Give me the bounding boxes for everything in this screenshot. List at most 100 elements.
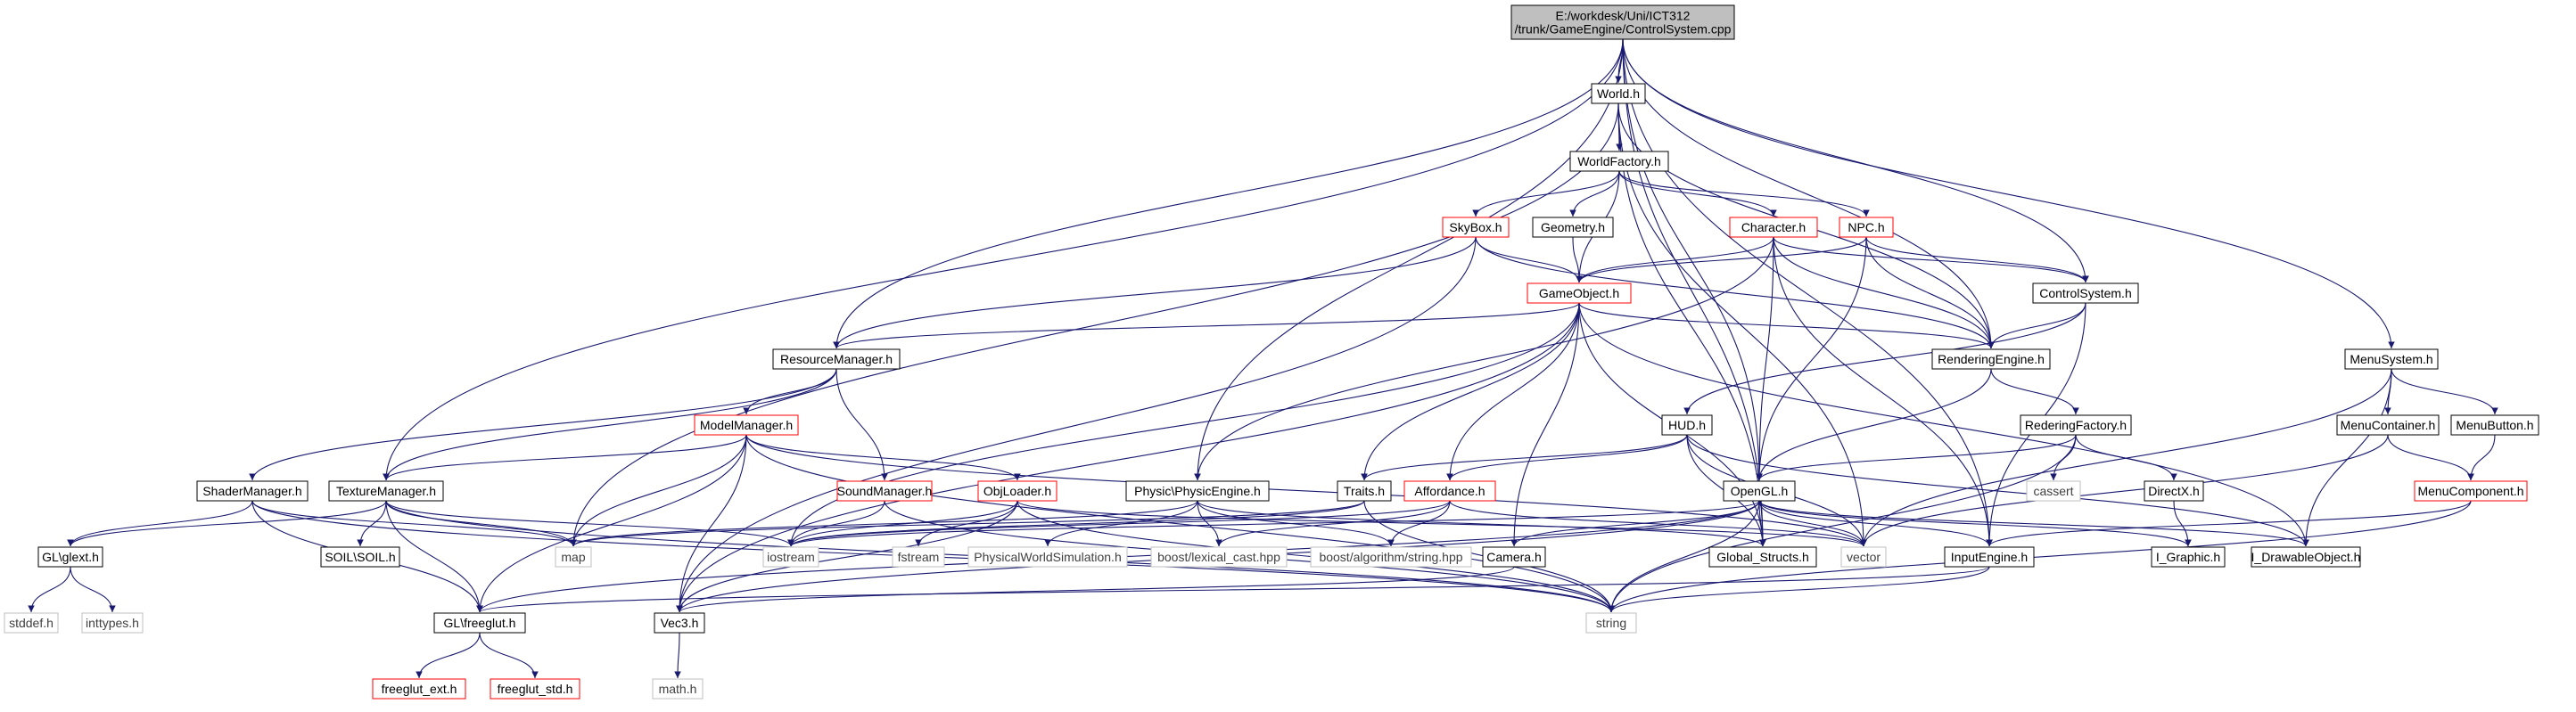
edge-physicengine-to-lexicalcast xyxy=(1197,500,1222,547)
edge-gameobject-to-renderingengine xyxy=(1578,302,1995,349)
edge-glfreeglut-to-freeglutstd xyxy=(479,632,539,679)
node-renderingengine[interactable]: RenderingEngine.h xyxy=(1931,348,2051,370)
node-idrawable[interactable]: I_DrawableObject.h xyxy=(2251,546,2361,568)
node-glglext[interactable]: GL\glext.h xyxy=(37,546,103,568)
node-menucomponent[interactable]: MenuComponent.h xyxy=(2414,480,2528,502)
edge-texturemanager-to-soil xyxy=(357,500,387,547)
edge-root-to-opengl xyxy=(1622,38,1763,481)
node-inputengine[interactable]: InputEngine.h xyxy=(1944,546,2035,568)
node-box xyxy=(372,678,466,700)
edge-modelmanager-to-objloader xyxy=(745,434,1021,481)
node-traits[interactable]: Traits.h xyxy=(1337,480,1392,502)
edge-gameobject-to-traits xyxy=(1361,302,1580,481)
node-box xyxy=(1708,546,1817,568)
node-box xyxy=(555,546,592,568)
node-objloader[interactable]: ObjLoader.h xyxy=(977,480,1058,502)
node-label: Vec3.h xyxy=(661,616,699,630)
edge-objloader-to-iostream xyxy=(787,500,1018,547)
node-label: RenderingEngine.h xyxy=(1938,352,2045,366)
node-string[interactable]: string xyxy=(1585,612,1637,634)
edges-layer xyxy=(28,38,2498,679)
node-stddef[interactable]: stddef.h xyxy=(4,612,59,634)
node-label: TextureManager.h xyxy=(336,484,436,498)
node-camera[interactable]: Camera.h xyxy=(1482,546,1546,568)
node-cassert[interactable]: cassert xyxy=(2026,480,2081,502)
node-igraphic[interactable]: I_Graphic.h xyxy=(2151,546,2226,568)
node-freeglutstd[interactable]: freeglut_std.h xyxy=(490,678,580,700)
node-geometry[interactable]: Geometry.h xyxy=(1532,217,1614,238)
node-gameobject[interactable]: GameObject.h xyxy=(1527,282,1632,304)
node-map[interactable]: map xyxy=(555,546,592,568)
node-hud[interactable]: HUD.h xyxy=(1661,414,1713,436)
edge-gameobject-to-camera xyxy=(1510,302,1580,547)
node-glfreeglut[interactable]: GL\freeglut.h xyxy=(433,612,526,634)
node-vector[interactable]: vector xyxy=(1840,546,1887,568)
node-affordance[interactable]: Affordance.h xyxy=(1403,480,1496,502)
node-label: MenuComponent.h xyxy=(2417,484,2523,498)
node-directx[interactable]: DirectX.h xyxy=(2144,480,2204,502)
edge-soundmanager-to-iostream xyxy=(787,500,885,547)
node-resourcemanager[interactable]: ResourceManager.h xyxy=(772,348,901,370)
node-box xyxy=(1839,217,1894,238)
node-algostring[interactable]: boost/algorithm/string.hpp xyxy=(1310,546,1472,568)
edge-controlsystem-to-hud xyxy=(1683,302,2086,415)
node-label: math.h xyxy=(659,682,697,696)
node-physicengine[interactable]: Physic\PhysicEngine.h xyxy=(1125,480,1270,502)
node-shadermanager[interactable]: ShaderManager.h xyxy=(196,480,309,502)
node-box xyxy=(1723,480,1796,502)
node-npc[interactable]: NPC.h xyxy=(1839,217,1894,238)
node-label: MenuContainer.h xyxy=(2341,418,2436,432)
edge-modelmanager-to-string xyxy=(745,434,1615,613)
edge-objloader-to-vector xyxy=(1016,500,1867,547)
node-root[interactable]: E:/workdesk/Uni/ICT312/trunk/GameEngine/… xyxy=(1510,4,1735,40)
node-menubutton[interactable]: MenuButton.h xyxy=(2450,414,2539,436)
node-label: InputEngine.h xyxy=(1951,550,2028,564)
edge-gameobject-to-vec3 xyxy=(676,302,1580,613)
node-box xyxy=(2414,480,2528,502)
node-world[interactable]: World.h xyxy=(1591,83,1646,104)
edge-renderingengine-to-rederingfactory xyxy=(1990,368,2079,415)
node-texturemanager[interactable]: TextureManager.h xyxy=(328,480,444,502)
edge-worldfactory-to-geometry xyxy=(1569,170,1620,217)
node-math[interactable]: math.h xyxy=(652,678,704,700)
edge-modelmanager-to-map xyxy=(570,434,747,547)
node-box xyxy=(1585,612,1637,634)
node-freeglutext[interactable]: freeglut_ext.h xyxy=(372,678,466,700)
node-label: ModelManager.h xyxy=(700,418,793,432)
node-box xyxy=(1150,546,1288,568)
edge-character-to-controlsystem xyxy=(1773,236,2089,283)
node-menusystem[interactable]: MenuSystem.h xyxy=(2344,348,2439,370)
node-skybox[interactable]: SkyBox.h xyxy=(1442,217,1510,238)
edge-opengl-to-vector xyxy=(1758,500,1867,547)
edge-character-to-physicengine xyxy=(1194,236,1774,481)
edge-menucontainer-to-vector xyxy=(1860,434,2389,547)
node-opengl[interactable]: OpenGL.h xyxy=(1723,480,1796,502)
node-soundmanager[interactable]: SoundManager.h xyxy=(836,480,933,502)
node-vec3[interactable]: Vec3.h xyxy=(654,612,705,634)
node-label: E:/workdesk/Uni/ICT312 xyxy=(1556,9,1691,23)
node-physicalworldsim[interactable]: PhysicalWorldSimulation.h xyxy=(967,546,1128,568)
node-label: boost/lexical_cast.hpp xyxy=(1157,550,1280,564)
node-box xyxy=(967,546,1128,568)
node-globalstructs[interactable]: Global_Structs.h xyxy=(1708,546,1817,568)
node-rederingfactory[interactable]: RederingFactory.h xyxy=(2020,414,2132,436)
node-box xyxy=(2251,546,2361,568)
node-box xyxy=(4,612,59,634)
node-label: WorldFactory.h xyxy=(1577,154,1661,168)
node-soil[interactable]: SOIL\SOIL.h xyxy=(320,546,400,568)
edge-modelmanager-to-texturemanager xyxy=(383,434,747,481)
node-inttypes[interactable]: inttypes.h xyxy=(81,612,144,634)
node-box xyxy=(1337,480,1392,502)
node-iostream[interactable]: iostream xyxy=(762,546,819,568)
node-controlsystem[interactable]: ControlSystem.h xyxy=(2032,282,2139,304)
node-character[interactable]: Character.h xyxy=(1729,217,1818,238)
node-label: Traits.h xyxy=(1344,484,1385,498)
node-worldfactory[interactable]: WorldFactory.h xyxy=(1569,151,1669,172)
node-menucontainer[interactable]: MenuContainer.h xyxy=(2336,414,2440,436)
edge-traits-to-iostream xyxy=(787,500,1365,547)
node-fstream[interactable]: fstream xyxy=(892,546,945,568)
node-modelmanager[interactable]: ModelManager.h xyxy=(694,414,799,436)
node-lexicalcast[interactable]: boost/lexical_cast.hpp xyxy=(1150,546,1288,568)
node-label: iostream xyxy=(767,550,815,564)
